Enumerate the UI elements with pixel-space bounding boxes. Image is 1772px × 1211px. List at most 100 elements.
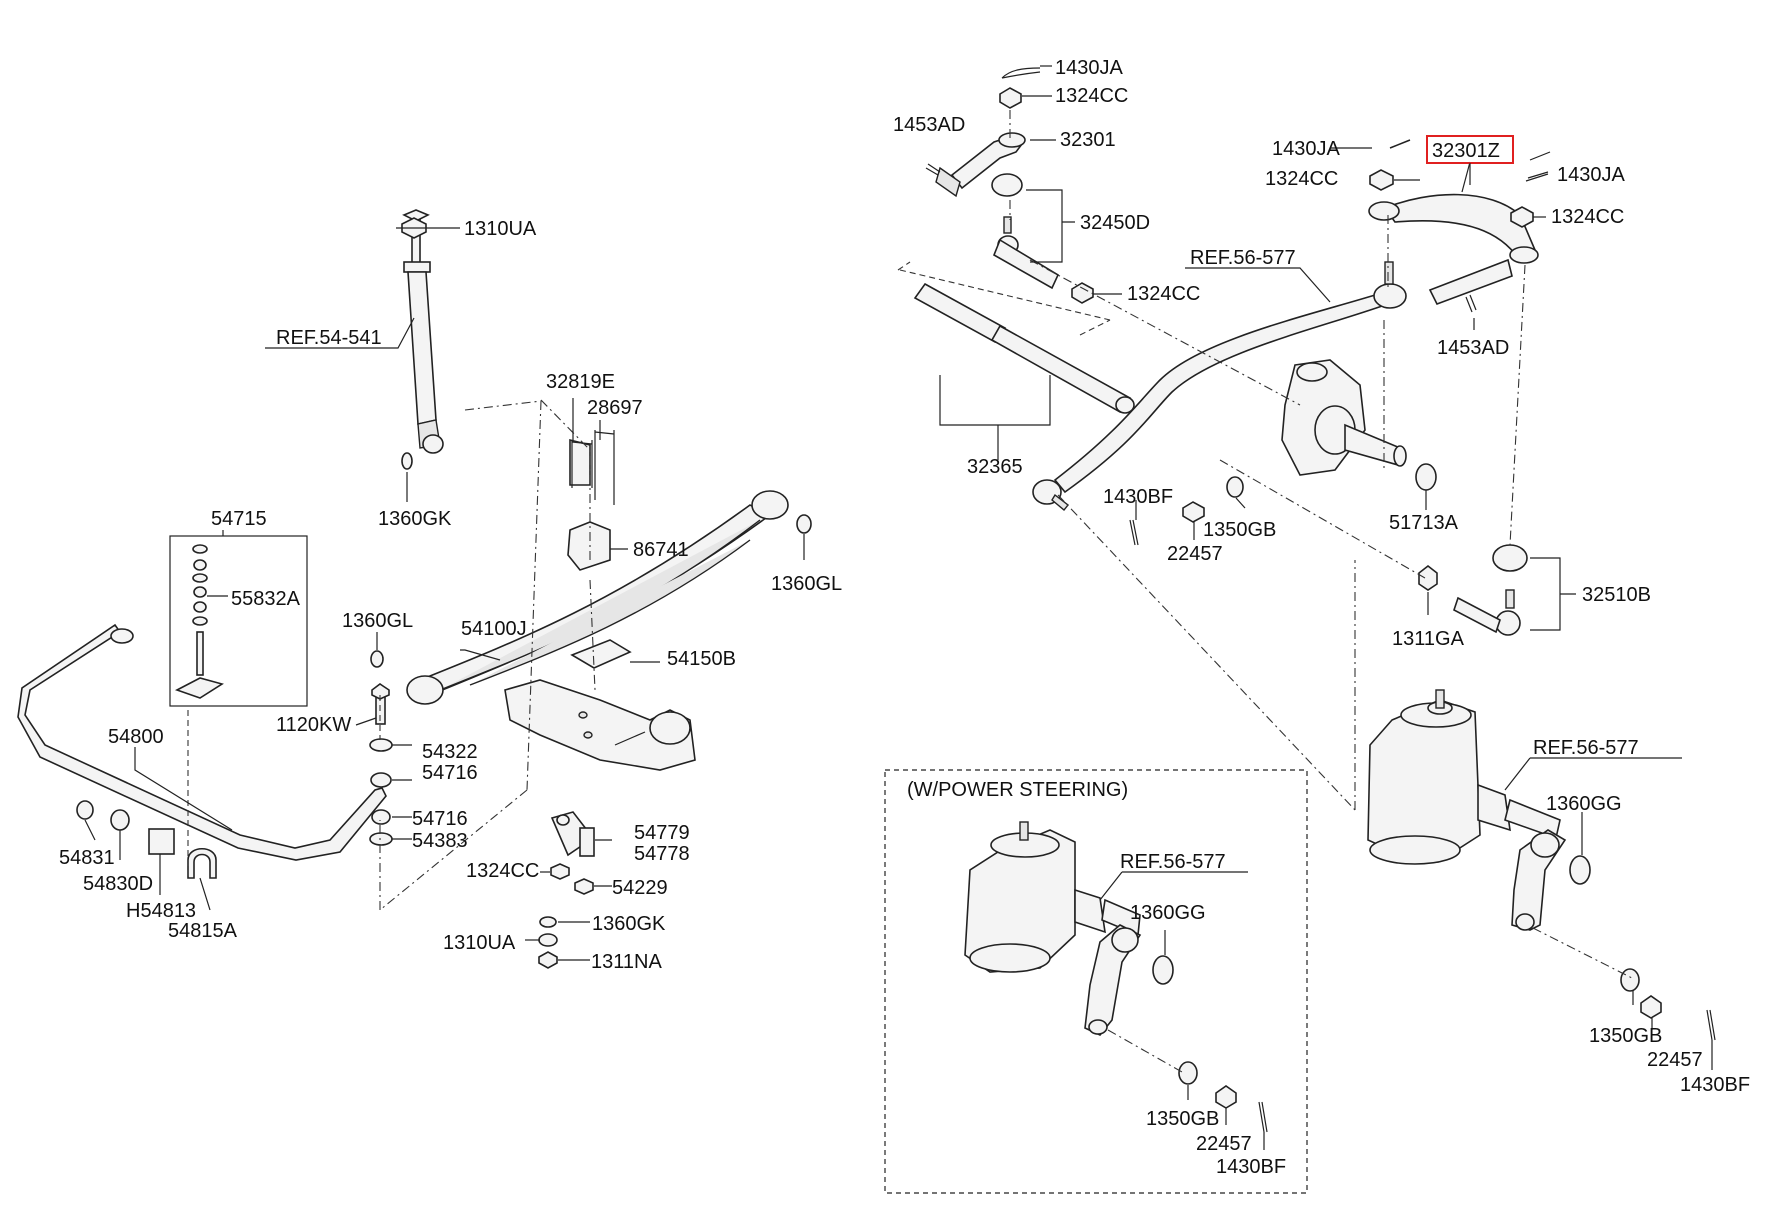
part-label-55832A[interactable]: 55832A [231,588,301,610]
part-label-1430JA[interactable]: 1430JA [1055,57,1123,79]
bushing-icon [371,809,391,825]
part-label-1324CC[interactable]: 1324CC [1265,168,1338,190]
steering-gearbox [1367,689,1561,865]
part-label-1360GK[interactable]: 1360GK [592,913,666,935]
part-label-1430BF[interactable]: 1430BF [1103,486,1173,508]
reference-label[interactable]: REF.56-577 [1120,851,1226,873]
part-label-54831[interactable]: 54831 [59,847,115,869]
bushing-icon [76,800,94,820]
part-label-28697[interactable]: 28697 [587,397,643,419]
bushing-icon [370,772,392,788]
part-label-1430BF[interactable]: 1430BF [1680,1074,1750,1096]
part-label-51713A[interactable]: 51713A [1389,512,1459,534]
part-label-1360GG[interactable]: 1360GG [1546,793,1622,815]
part-label-54800[interactable]: 54800 [108,726,164,748]
part-label-54229[interactable]: 54229 [612,877,668,899]
part-label-54100J[interactable]: 54100J [461,618,527,640]
bushing-block [148,828,175,855]
clip-icon [1465,294,1477,313]
part-label-1120KW[interactable]: 1120KW [276,714,351,736]
cotter-pin-icon [1258,1101,1268,1133]
cotter-pin-icon [1706,1009,1716,1041]
part-label-1324CC[interactable]: 1324CC [1551,206,1624,228]
part-label-1311GA[interactable]: 1311GA [1392,628,1465,650]
part-label-H54813[interactable]: H54813 [126,900,196,922]
part-label-1453AD[interactable]: 1453AD [893,114,965,136]
stabilizer-bar [17,623,387,861]
tie-rod-end [935,132,1026,198]
kit-box-54715 [169,535,308,707]
part-label-1360GL[interactable]: 1360GL [342,610,413,632]
leaf-spring [406,490,789,705]
part-label-54778[interactable]: 54778 [634,843,690,865]
part-label-22457[interactable]: 22457 [1167,543,1223,565]
part-label-32510B[interactable]: 32510B [1582,584,1651,606]
steering-knuckle [1281,359,1407,476]
seal-ring-icon [1415,463,1437,491]
part-label-1310UA[interactable]: 1310UA [464,218,537,240]
part-label-1453AD[interactable]: 1453AD [1437,337,1509,359]
part-label-1360GG[interactable]: 1360GG [1130,902,1206,924]
part-label-32301Z[interactable]: 32301Z [1432,140,1500,162]
part-label-1350GB[interactable]: 1350GB [1589,1025,1662,1047]
reference-label[interactable]: REF.56-577 [1190,247,1296,269]
washer-icon [370,650,384,668]
part-label-54716[interactable]: 54716 [422,762,478,784]
nut-icon [1182,501,1205,523]
part-label-22457[interactable]: 22457 [1196,1133,1252,1155]
cotter-pin-icon [1525,171,1549,182]
washer-icon [401,452,413,470]
washer-icon [1152,955,1174,985]
washer-icon [539,916,557,928]
washer-icon [1620,968,1640,992]
drag-link [1368,193,1539,306]
part-label-86741[interactable]: 86741 [633,539,689,561]
washer-icon [796,514,812,534]
part-label-32301[interactable]: 32301 [1060,129,1116,151]
nut-icon [999,87,1022,109]
part-label-54322[interactable]: 54322 [422,741,478,763]
part-label-54815A[interactable]: 54815A [168,920,238,942]
nut-icon [1215,1085,1237,1109]
part-label-32365[interactable]: 32365 [967,456,1023,478]
part-label-1350GB[interactable]: 1350GB [1146,1108,1219,1130]
spring-seat [567,521,611,571]
ball-joint [991,173,1060,290]
tie-rod-end [1032,479,1069,511]
part-label-1430BF[interactable]: 1430BF [1216,1156,1286,1178]
part-label-1360GL[interactable]: 1360GL [771,573,842,595]
part-label-1324CC[interactable]: 1324CC [1055,85,1128,107]
part-label-54830D[interactable]: 54830D [83,873,153,895]
part-label-54383[interactable]: 54383 [412,830,468,852]
nut-icon [1418,564,1438,591]
part-label-1360GK[interactable]: 1360GK [378,508,452,530]
part-label-54716[interactable]: 54716 [412,808,468,830]
link-bracket [550,811,595,857]
washer-icon [538,933,558,947]
part-label-1311NA[interactable]: 1311NA [591,951,662,973]
link-kit [174,544,224,699]
adjusting-tube [913,282,1135,414]
reference-label[interactable]: REF.56-577 [1533,737,1639,759]
clip-icon [925,163,941,176]
part-label-1324CC[interactable]: 1324CC [466,860,539,882]
pitman-arm [1511,829,1567,931]
part-label-1430JA[interactable]: 1430JA [1557,164,1625,186]
part-label-1324CC[interactable]: 1324CC [1127,283,1200,305]
part-label-32819E[interactable]: 32819E [546,371,615,393]
part-label-1350GB[interactable]: 1350GB [1203,519,1276,541]
part-label-32450D[interactable]: 32450D [1080,212,1150,234]
part-label-54150B[interactable]: 54150B [667,648,736,670]
part-label-1310UA[interactable]: 1310UA [443,932,516,954]
part-label-54715[interactable]: 54715 [211,508,267,530]
part-label-54779[interactable]: 54779 [634,822,690,844]
bushing-icon [110,809,130,831]
ball-joint [1373,261,1407,309]
reference-label[interactable]: REF.54-541 [276,327,382,349]
part-label-22457[interactable]: 22457 [1647,1049,1703,1071]
nut-icon [538,951,558,969]
nut-icon [1510,206,1534,228]
part-label-1430JA[interactable]: 1430JA [1272,138,1340,160]
